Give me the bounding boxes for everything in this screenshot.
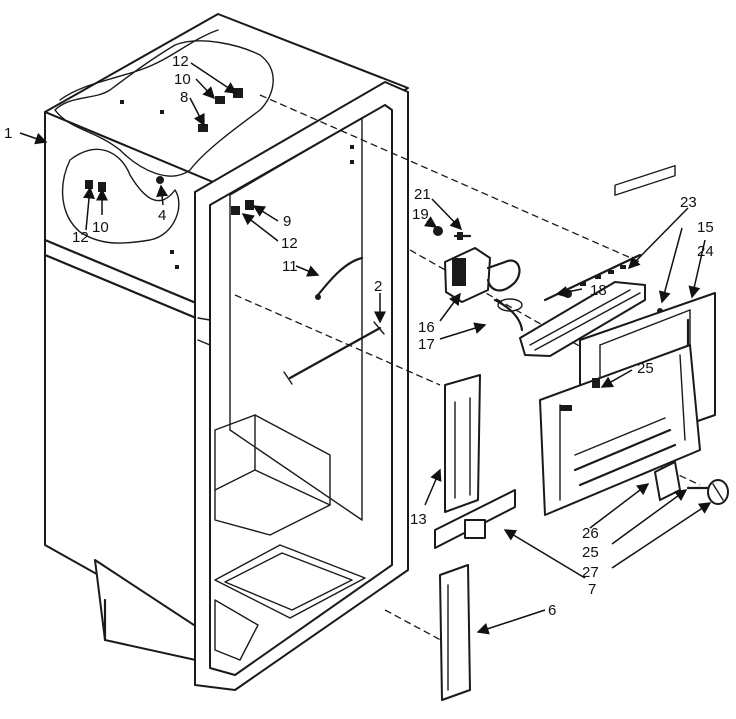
- callout-11: 11: [282, 258, 298, 275]
- callout-27: 27: [582, 564, 599, 581]
- callout-21: 21: [414, 186, 431, 203]
- hardware-marks: [85, 88, 354, 269]
- callout-9: 9: [283, 213, 291, 230]
- callout-25-lower: 25: [582, 544, 599, 561]
- callout-23: 23: [680, 194, 697, 211]
- callout-6: 6: [548, 602, 556, 619]
- callout-13: 13: [410, 511, 427, 528]
- callout-18: 18: [590, 282, 607, 299]
- callout-10-left: 10: [92, 219, 109, 236]
- callout-26: 26: [582, 525, 599, 542]
- callout-12-left: 12: [72, 229, 89, 246]
- callout-labels: 1 2 4 6 7 8 9 10 10 11 12 12 12 13 15 16…: [4, 53, 714, 619]
- callout-15: 15: [697, 219, 714, 236]
- callout-25-upper: 25: [637, 360, 654, 377]
- callout-10-top: 10: [174, 71, 191, 88]
- callout-19: 19: [412, 206, 429, 223]
- control-panel: [539, 344, 701, 516]
- callout-17: 17: [418, 336, 435, 353]
- cabinet-shell: [43, 13, 409, 669]
- callout-12-front: 12: [281, 235, 298, 252]
- duct-6: [439, 564, 471, 701]
- callout-leaders: [19, 62, 712, 635]
- callout-8: 8: [180, 89, 188, 106]
- liner-frame: [194, 81, 409, 691]
- callout-1: 1: [4, 125, 12, 142]
- cover-grille: [519, 253, 663, 357]
- callout-24: 24: [697, 243, 714, 260]
- control-knob: [654, 461, 729, 505]
- callout-7: 7: [588, 581, 596, 598]
- callout-4: 4: [158, 207, 166, 224]
- fan-motor-assembly: [433, 226, 524, 332]
- callout-12-top: 12: [172, 53, 189, 70]
- baffle-7: [434, 489, 516, 549]
- callout-2: 2: [374, 278, 382, 295]
- callout-16: 16: [418, 319, 435, 336]
- duct-13: [444, 374, 481, 513]
